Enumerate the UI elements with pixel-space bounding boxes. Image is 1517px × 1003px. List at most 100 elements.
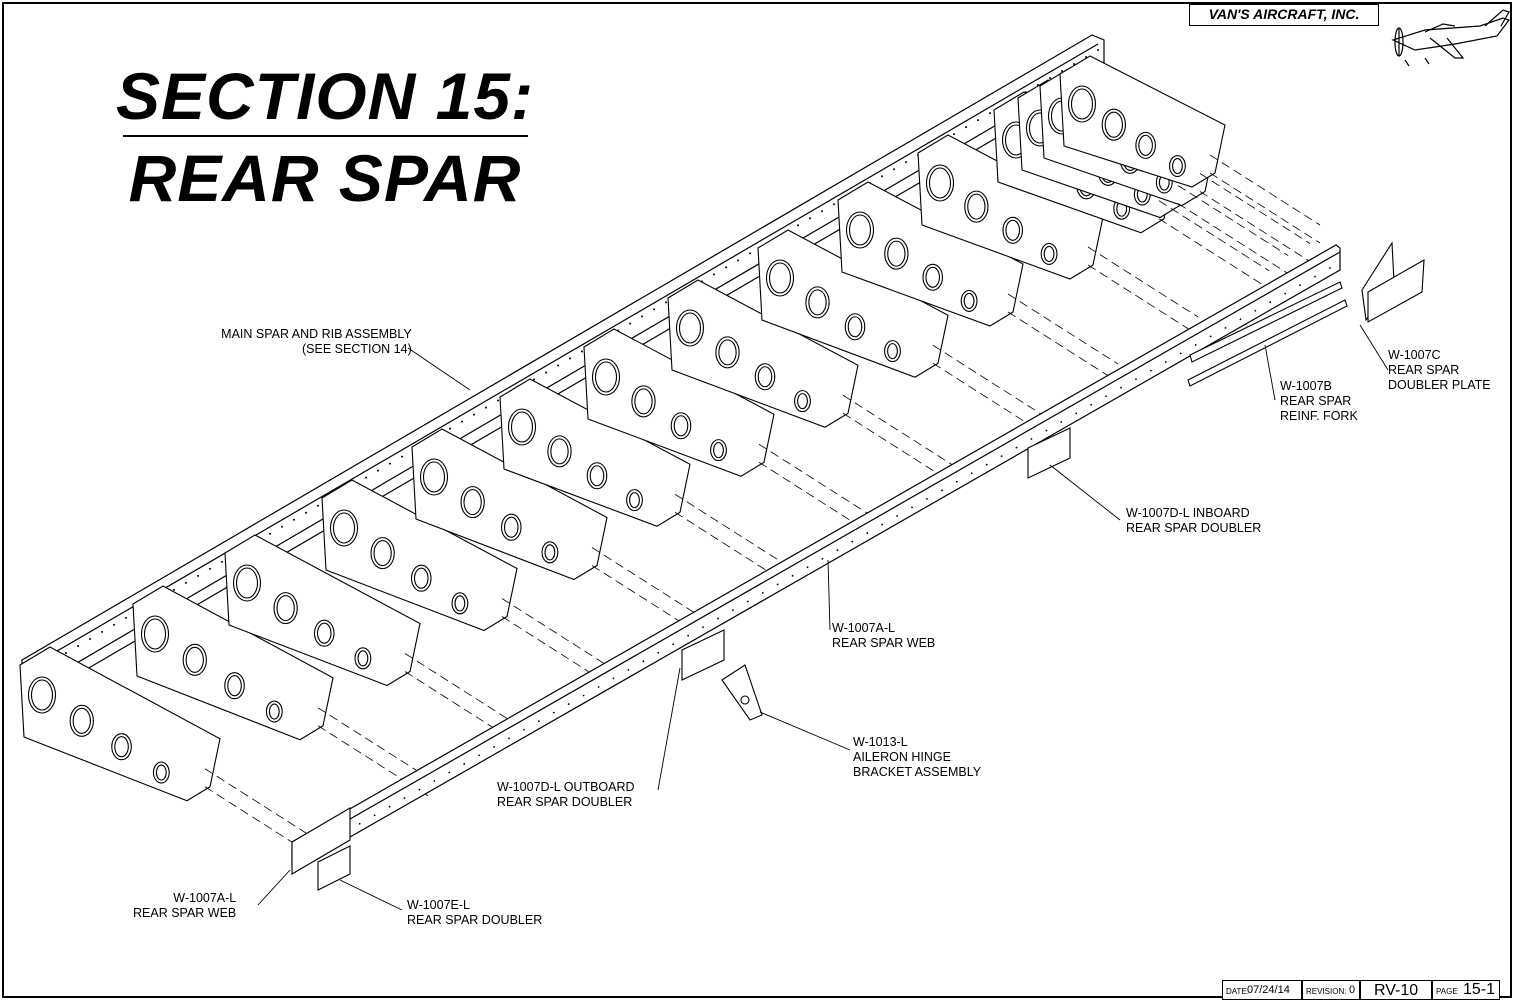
spar-rivet: [461, 420, 463, 423]
lightening-hole-flange: [155, 764, 167, 781]
spar-rivet: [305, 511, 307, 514]
leader-line: [827, 559, 831, 631]
alignment-line: [1199, 191, 1311, 262]
rear-spar-rivet: [1254, 309, 1257, 312]
lightening-hole-flange: [454, 595, 466, 612]
lightening-hole-flange: [373, 540, 392, 567]
rear-spar-rivet: [1299, 284, 1302, 287]
lightening-hole-flange: [673, 415, 689, 437]
rear-spar-rivet: [1179, 352, 1182, 355]
lightening-hole-flange: [268, 703, 280, 720]
spar-rivet: [821, 210, 823, 213]
spar-rivet: [905, 161, 907, 164]
spar-rivet: [389, 462, 391, 465]
alignment-line: [932, 344, 1044, 416]
alignment-line: [404, 653, 516, 724]
rib-web: [583, 328, 775, 477]
lightening-hole-flange: [1172, 157, 1183, 175]
rear-spar-rivet: [1075, 412, 1078, 415]
alignment-line: [1087, 264, 1199, 336]
hinge-bolt-hole: [740, 695, 750, 705]
rear-spar-rivet: [776, 583, 779, 586]
section-title-line1: SECTION 15:: [115, 59, 535, 133]
rear-spar-rivet: [806, 566, 809, 569]
rear-spar-rivet: [463, 763, 466, 765]
rear-spar-rivet: [672, 643, 675, 646]
rear-spar-rivet: [1239, 318, 1242, 321]
aileron-hinge-bracket: [721, 664, 763, 721]
alignment-line: [204, 786, 316, 858]
spar-rivet: [713, 273, 715, 276]
section-title: SECTION 15: REAR SPAR: [110, 55, 540, 220]
callout-main-spar: MAIN SPAR AND RIB ASSEMBLY(SEE SECTION 1…: [221, 327, 412, 356]
lightening-hole-flange: [1005, 219, 1021, 241]
rear-spar-rivet: [612, 677, 615, 680]
wing-rib: [667, 279, 859, 428]
spar-rivet: [449, 427, 451, 430]
rear-spar-rivet: [821, 557, 824, 560]
rear-spar-rivet: [478, 754, 481, 757]
rear-spar-rivet: [955, 480, 958, 483]
rear-spar-rivet: [836, 549, 839, 552]
lightening-hole-flange: [463, 489, 482, 516]
wing-rib: [411, 428, 608, 581]
spar-rivet: [653, 308, 655, 311]
rear-spar-rivet: [866, 532, 869, 534]
lightening-hole-flange: [768, 262, 792, 294]
rear-spar-rivet: [388, 805, 391, 808]
end-web-plate: [291, 807, 351, 875]
leader-line: [759, 711, 851, 751]
rear-spar-rivet: [642, 660, 645, 663]
wing-rib: [499, 378, 691, 527]
spar-rivet: [809, 217, 811, 220]
rib-web: [917, 134, 1104, 280]
rear-spar-rivet: [1135, 378, 1137, 381]
rear-spar-parts: [291, 241, 1425, 891]
rear-spar-rivet: [1314, 275, 1316, 278]
spar-rivet: [197, 574, 199, 577]
alignment-line: [501, 616, 613, 687]
alignment-line: [404, 671, 516, 742]
spar-rivet: [497, 399, 499, 402]
rear-spar-rivet: [717, 617, 719, 620]
lightening-hole-flange: [413, 567, 429, 589]
spar-rivet: [377, 469, 379, 472]
wing-rib: [583, 328, 775, 477]
rib-web: [224, 534, 421, 687]
title-block-revision: REVISION:0: [1302, 980, 1360, 1000]
rear-spar-rivet: [1209, 335, 1212, 338]
rear-spar-rivet: [1329, 267, 1331, 269]
airplane-icon: [1391, 9, 1510, 67]
alignment-line: [674, 493, 786, 565]
rear-spar-rivet: [791, 574, 794, 577]
rib-web: [19, 646, 221, 802]
alignment-line: [758, 461, 870, 533]
lightening-hole-flange: [316, 622, 332, 644]
rear-spar-rivet: [1164, 361, 1167, 363]
w1007e-doubler: [317, 845, 351, 891]
alignment-line: [1209, 154, 1321, 226]
rear-spar-rivet: [970, 472, 973, 475]
rear-spar-rivet: [448, 771, 451, 774]
spar-rivet: [545, 371, 547, 374]
lightening-hole-flange: [276, 595, 295, 622]
alignment-line: [842, 412, 954, 484]
alignment-line: [204, 768, 316, 840]
rear-spar-rivet: [1149, 369, 1152, 372]
spar-rivet: [953, 133, 955, 136]
spar-rivet: [665, 301, 667, 304]
lightening-hole-flange: [1070, 88, 1094, 120]
spar-rivet: [725, 266, 727, 269]
leader-line: [1264, 344, 1276, 401]
rear-spar-rivet: [493, 745, 495, 748]
rear-spar-rivet: [687, 634, 690, 637]
spar-rivet: [989, 112, 991, 115]
alignment-line: [317, 725, 429, 797]
spar-rivet: [977, 119, 979, 122]
